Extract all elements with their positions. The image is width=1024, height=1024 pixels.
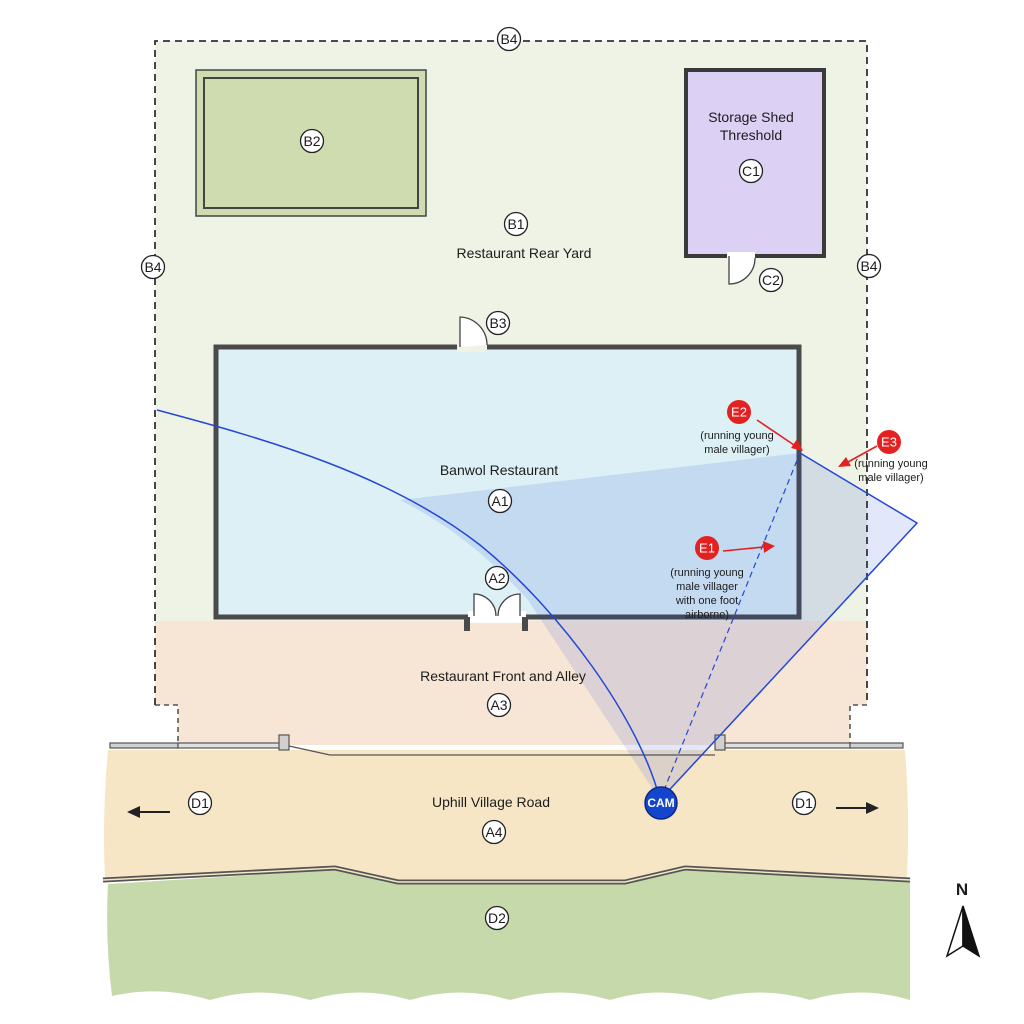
label-road: Uphill Village Road [432,794,550,810]
tag-a2: A2 [484,565,510,591]
label-front-alley: Restaurant Front and Alley [420,668,586,684]
svg-text:B4: B4 [144,259,161,275]
svg-text:B2: B2 [303,133,320,149]
e3-desc-line1: (running young [854,458,927,470]
svg-text:C1: C1 [742,163,760,179]
road-wall-center-west [177,742,284,749]
event-arrow-e2 [756,419,803,451]
gate-post-west [278,734,290,751]
svg-text:A2: A2 [488,570,505,586]
tag-d1-east: D1 [791,790,817,816]
svg-text:D1: D1 [191,795,209,811]
camera-marker[interactable]: CAM [644,786,678,820]
north-label: N [956,880,968,899]
tag-d1-west: D1 [187,790,213,816]
svg-text:A3: A3 [490,697,507,713]
road-arrow-east [836,802,879,814]
road-wall-east [849,742,904,749]
svg-text:B4: B4 [500,31,517,47]
tag-b4-east: B4 [856,253,882,279]
camera-fov-east [659,452,919,801]
e1-desc-line3: with one foot [675,595,738,607]
curb-line [288,745,715,756]
road-wall-center-east [724,742,851,749]
label-rear-yard: Restaurant Rear Yard [457,245,592,261]
front-door-a2[interactable] [464,593,528,631]
rear-door-b3[interactable] [457,316,488,352]
boundary-corner-west [155,704,179,745]
svg-text:B3: B3 [489,315,506,331]
svg-text:CAM: CAM [647,796,674,810]
svg-text:C2: C2 [762,272,780,288]
road-area [104,750,909,882]
svg-text:B4: B4 [860,258,877,274]
svg-text:D1: D1 [795,795,813,811]
e1-desc-line4: airborne) [685,609,729,621]
label-shed-line2: Threshold [720,127,782,143]
tag-a1: A1 [487,488,513,514]
road-arrow-west [127,806,170,818]
event-marker-e2[interactable]: E2 [727,400,751,424]
boundary-corner-east [849,704,867,745]
camera-fov-area [400,453,917,800]
event-arrow-e1 [722,541,775,553]
e3-desc-line2: male villager) [858,472,923,484]
road-wall-west [109,742,179,749]
e1-desc-line1: (running young [670,567,743,579]
tag-c2: C2 [758,267,784,293]
label-restaurant: Banwol Restaurant [440,462,558,478]
tag-b4-west: B4 [140,254,166,280]
tag-a4: A4 [481,819,507,845]
svg-text:A4: A4 [485,824,502,840]
tag-b1: B1 [503,211,529,237]
svg-text:A1: A1 [491,493,508,509]
tag-c1: C1 [738,158,764,184]
e2-desc-line2: male villager) [704,444,769,456]
svg-text:B1: B1 [507,216,524,232]
e2-desc-line1: (running young [700,430,773,442]
road-edge-south-inner [102,867,911,883]
svg-text:E3: E3 [881,435,897,450]
tag-b4-north: B4 [496,26,522,52]
tag-b2: B2 [299,128,325,154]
tag-d2: D2 [484,905,510,931]
tag-b3: B3 [485,310,511,336]
label-shed-line1: Storage Shed [708,109,794,125]
svg-text:E1: E1 [699,541,715,556]
event-marker-e1[interactable]: E1 [695,536,719,560]
event-arrow-e3 [838,445,878,467]
shed-door-c2[interactable] [727,252,756,285]
event-marker-e3[interactable]: E3 [877,430,901,454]
garden-bed-b2-inner [203,77,419,209]
verge-area [107,870,911,1000]
north-arrow-icon [945,905,981,958]
e1-desc-line2: male villager [676,581,738,593]
svg-text:D2: D2 [488,910,506,926]
front-alley-area [155,621,867,745]
svg-text:E2: E2 [731,405,747,420]
tag-a3: A3 [486,692,512,718]
camera-sightline [659,452,801,801]
camera-fov-arc [156,409,661,801]
